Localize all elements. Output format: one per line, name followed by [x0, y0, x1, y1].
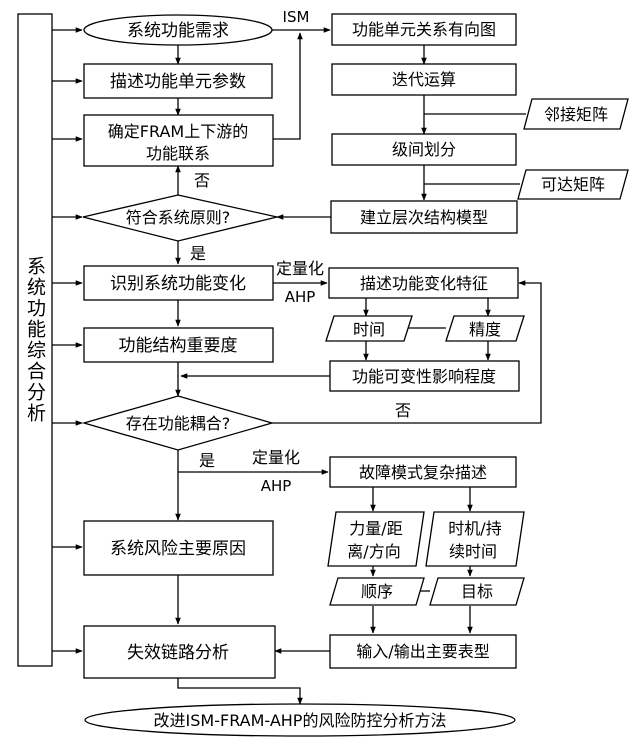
identify-change-label: 识别系统功能变化	[110, 274, 246, 294]
sequence-label: 顺序	[361, 582, 393, 601]
hierarchy-model-node: 建立层次结构模型	[330, 200, 518, 234]
importance-node: 功能结构重要度	[83, 327, 274, 363]
failure-chain-label: 失效链路分析	[127, 643, 229, 663]
sidebar: 系统功能综合分析	[17, 13, 53, 667]
sidebar-label: 系统功能综合分析	[24, 256, 46, 424]
failure-chain-node: 失效链路分析	[83, 625, 276, 679]
quantify-label-1: 定量化	[276, 259, 324, 278]
digraph-label: 功能单元关系有向图	[352, 20, 496, 39]
force-label-line2: 离/方向	[347, 542, 400, 561]
force-node: 力量/距 离/方向	[327, 511, 425, 567]
identify-change-node: 识别系统功能变化	[83, 265, 274, 301]
target-node: 目标	[429, 577, 525, 606]
adjacency-label: 邻接矩阵	[544, 105, 608, 124]
timing-label-line1: 时机/持	[448, 519, 501, 538]
force-label-line1: 力量/距	[349, 519, 402, 538]
fram-relation-node: 确定FRAM上下游的 功能联系	[83, 114, 274, 167]
describe-params-node: 描述功能单元参数	[83, 63, 273, 99]
risk-cause-node: 系统风险主要原因	[83, 520, 274, 576]
variability-node: 功能可变性影响程度	[329, 360, 520, 392]
time-label: 时间	[353, 320, 385, 339]
failure-mode-node: 故障模式复杂描述	[329, 456, 517, 488]
fram-relation-label-line2: 功能联系	[146, 144, 210, 163]
coupling-label: 存在功能耦合?	[126, 414, 231, 433]
fram-relation-label-line1: 确定FRAM上下游的	[108, 122, 248, 141]
digraph-node: 功能单元关系有向图	[331, 13, 517, 46]
timing-node: 时机/持 续时间	[425, 511, 525, 567]
time-node: 时间	[325, 315, 413, 342]
change-features-node: 描述功能变化特征	[328, 267, 519, 299]
sequence-node: 顺序	[329, 577, 425, 606]
target-label: 目标	[461, 582, 493, 601]
change-features-label: 描述功能变化特征	[360, 274, 488, 293]
principle-label: 符合系统原则?	[126, 208, 231, 227]
principle-yes-label: 是	[190, 244, 206, 263]
timing-label-line2: 续时间	[449, 542, 497, 561]
iteration-label: 迭代运算	[392, 70, 456, 89]
principle-no-label: 否	[194, 171, 210, 190]
io-phenotype-node: 输入/输出主要表型	[329, 634, 517, 669]
quantify-label-2: 定量化	[252, 448, 300, 467]
reachability-node: 可达矩阵	[517, 169, 629, 200]
level-division-node: 级间划分	[331, 133, 517, 166]
precision-node: 精度	[445, 315, 525, 342]
adjacency-node: 邻接矩阵	[523, 98, 629, 130]
importance-label: 功能结构重要度	[119, 336, 238, 356]
failure-mode-label: 故障模式复杂描述	[359, 463, 487, 482]
io-phenotype-label: 输入/输出主要表型	[356, 642, 489, 661]
principle-decision: 符合系统原则?	[82, 194, 278, 242]
requirement-label: 系统功能需求	[127, 21, 229, 41]
risk-cause-label: 系统风险主要原因	[110, 539, 246, 559]
requirement-node: 系统功能需求	[83, 14, 273, 46]
describe-params-label: 描述功能单元参数	[110, 72, 246, 92]
reachability-label: 可达矩阵	[541, 175, 605, 194]
coupling-decision: 存在功能耦合?	[81, 395, 275, 451]
precision-label: 精度	[469, 320, 501, 339]
ahp-label-1: AHP	[285, 288, 316, 306]
final-label: 改进ISM-FRAM-AHP的风险防控分析方法	[154, 711, 447, 730]
variability-label: 功能可变性影响程度	[352, 367, 496, 386]
iteration-node: 迭代运算	[331, 63, 517, 96]
level-division-label: 级间划分	[392, 140, 456, 159]
ism-label: ISM	[283, 8, 310, 26]
ahp-label-2: AHP	[261, 477, 292, 495]
connectors	[52, 27, 542, 705]
hierarchy-model-label: 建立层次结构模型	[360, 208, 488, 227]
final-node: 改进ISM-FRAM-AHP的风险防控分析方法	[84, 703, 516, 737]
coupling-yes-label: 是	[199, 451, 215, 470]
edge-labels: ISM 否 是 定量化 AHP 否 是 定量化 AHP	[190, 8, 411, 495]
coupling-no-label: 否	[395, 401, 411, 420]
